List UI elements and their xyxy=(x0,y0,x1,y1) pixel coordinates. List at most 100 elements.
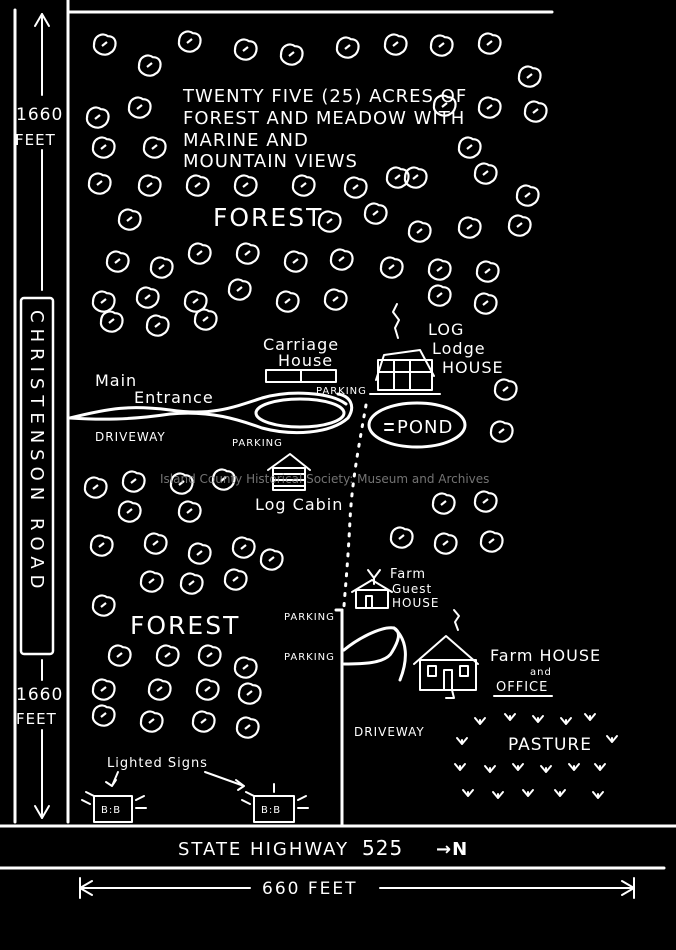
signs-arrow-left xyxy=(105,771,119,787)
grass-tuft-icon xyxy=(474,717,486,725)
parking-label-farm: PARKING xyxy=(284,652,335,663)
tree-icon xyxy=(235,716,260,739)
side-dimension-unit-lower: FEET xyxy=(16,710,57,728)
intro-line-1: TWENTY FIVE (25) ACRES OF xyxy=(182,86,467,107)
tree-icon xyxy=(427,284,452,307)
tree-icon xyxy=(193,308,218,331)
pasture-label: PASTURE xyxy=(508,735,592,755)
tree-icon xyxy=(477,96,502,119)
sign-left xyxy=(81,791,147,823)
guest-house-label-2: Guest xyxy=(392,582,432,596)
tree-icon xyxy=(142,136,167,159)
tree-icon xyxy=(147,678,172,701)
driveway-east-label: DRIVEWAY xyxy=(354,725,425,739)
tree-icon xyxy=(99,310,124,333)
tree-icon xyxy=(429,34,454,57)
tree-icon xyxy=(507,214,532,237)
tree-icon xyxy=(407,220,432,243)
parking-label-loop: PARKING xyxy=(232,438,283,449)
forest-south-label: FOREST xyxy=(130,611,240,640)
grass-tuft-icon xyxy=(504,713,516,721)
road-name-box xyxy=(19,296,55,656)
tree-icon xyxy=(329,248,354,271)
grass-tuft-icon xyxy=(512,763,524,771)
tree-icon xyxy=(235,242,260,265)
highway-label: STATE HIGHWAY xyxy=(178,839,349,860)
tree-icon xyxy=(137,174,162,197)
footpath xyxy=(342,403,368,608)
tree-icon xyxy=(427,258,452,281)
pond-label: POND xyxy=(397,417,453,438)
grass-tuft-icon xyxy=(522,789,534,797)
guest-house-label-3: HOUSE xyxy=(392,596,439,610)
tree-icon xyxy=(517,65,542,88)
tree-icon xyxy=(117,208,142,231)
farm-house-label-2: and xyxy=(530,667,552,678)
tree-icon xyxy=(121,470,146,493)
tree-icon xyxy=(145,314,170,337)
tree-icon xyxy=(489,420,514,443)
tree-icon xyxy=(135,286,160,309)
farm-house xyxy=(413,609,479,699)
intro-line-4: MOUNTAIN VIEWS xyxy=(183,151,358,172)
main-entrance-label-1: Main xyxy=(95,371,137,390)
tree-icon xyxy=(143,532,168,555)
road-name-label: CHRISTENSON ROAD xyxy=(26,310,47,595)
side-dimension-arrow xyxy=(34,13,50,819)
log-lodge-label-3: HOUSE xyxy=(442,358,504,377)
tree-icon xyxy=(211,468,236,491)
side-dimension-value: 1660 xyxy=(16,105,63,125)
tree-icon xyxy=(91,704,116,727)
tree-icon xyxy=(389,526,414,549)
tree-icon xyxy=(155,644,180,667)
side-dimension-value-lower: 1660 xyxy=(16,685,63,705)
tree-icon xyxy=(227,278,252,301)
carriage-house-label-1: Carriage xyxy=(263,335,339,354)
pond xyxy=(367,401,467,449)
grass-tuft-icon xyxy=(568,763,580,771)
intro-line-3: MARINE AND xyxy=(183,130,309,151)
tree-icon xyxy=(89,534,114,557)
tree-icon xyxy=(85,106,110,129)
tree-icon xyxy=(457,216,482,239)
tree-icon xyxy=(183,290,208,313)
sign-left-text: B:B xyxy=(101,805,121,816)
tree-icon xyxy=(117,500,142,523)
tree-icon xyxy=(92,33,117,56)
grass-tuft-icon xyxy=(492,791,504,799)
grass-tuft-icon xyxy=(554,789,566,797)
grass-tuft-icon xyxy=(484,765,496,773)
carriage-house-label-2: House xyxy=(278,351,333,370)
log-lodge-label-1: LOG xyxy=(428,320,464,339)
tree-icon xyxy=(279,43,304,66)
carriage-house xyxy=(265,369,337,383)
tree-icon xyxy=(433,532,458,555)
grass-tuft-icon xyxy=(532,715,544,723)
watermark: Island County Historical Society: Museum… xyxy=(160,472,489,486)
tree-icon xyxy=(473,162,498,185)
grass-tuft-icon xyxy=(456,737,468,745)
tree-icon xyxy=(343,176,368,199)
driveway-loop xyxy=(68,391,354,435)
grass-tuft-icon xyxy=(592,791,604,799)
farm-house-label-1: Farm HOUSE xyxy=(490,646,601,665)
tree-icon xyxy=(233,174,258,197)
state-highway xyxy=(0,824,676,870)
guest-house-label-1: Farm xyxy=(390,567,426,582)
tree-icon xyxy=(233,38,258,61)
parking-label-guest: PARKING xyxy=(284,612,335,623)
tree-icon xyxy=(187,242,212,265)
parking-label-lodge: PARKING xyxy=(316,386,367,397)
tree-icon xyxy=(187,542,212,565)
tree-icon xyxy=(185,174,210,197)
pasture-grass xyxy=(454,713,618,799)
sign-right xyxy=(241,783,309,823)
grass-tuft-icon xyxy=(462,789,474,797)
grass-tuft-icon xyxy=(454,763,466,771)
tree-icon xyxy=(323,288,348,311)
tree-icon xyxy=(475,260,500,283)
tree-icon xyxy=(87,172,112,195)
log-lodge-house xyxy=(369,303,441,395)
grass-tuft-icon xyxy=(594,763,606,771)
